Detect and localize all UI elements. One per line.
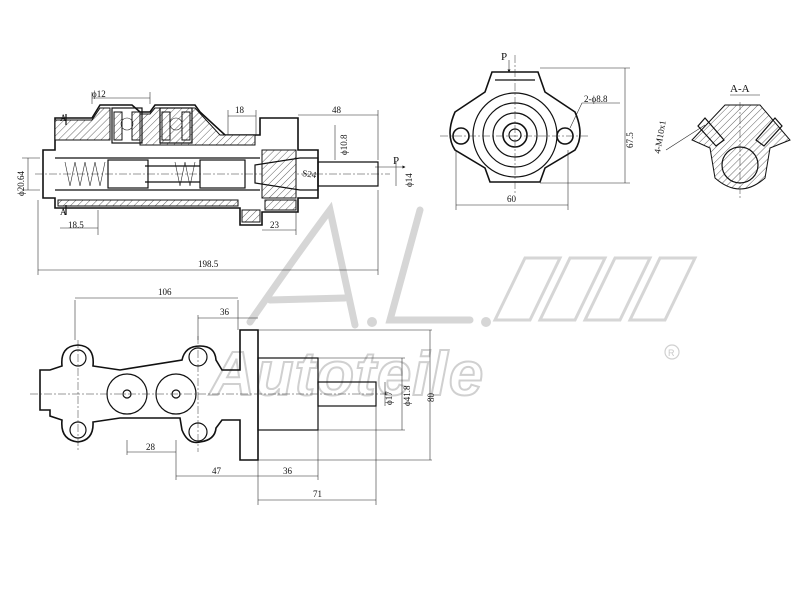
dim-d10-8: ϕ10.8 xyxy=(339,134,349,155)
bottom-plan-view: 106 36 ϕ17 ϕ41.8 80 28 47 36 71 xyxy=(30,287,436,505)
dim-d28: 28 xyxy=(146,442,156,452)
dim-d41-8: ϕ41.8 xyxy=(402,385,412,406)
dim-d67-5: 67.5 xyxy=(625,132,635,148)
dim-d20-64: ϕ20.64 xyxy=(16,171,26,196)
dim-d80: 80 xyxy=(426,393,436,403)
section-mark-a-top: A xyxy=(60,113,67,123)
dim-d17: ϕ17 xyxy=(384,391,394,405)
port-rear xyxy=(159,107,193,144)
watermark: Autoteile R xyxy=(207,201,698,410)
dim-d71: 71 xyxy=(313,489,322,499)
side-label-p: P xyxy=(393,155,399,167)
section-mark-a-bottom: A xyxy=(60,207,67,217)
dim-d36-bottom: 36 xyxy=(283,466,293,476)
section-a-a: A-A 4-M10x1 xyxy=(652,83,791,200)
dim-d106: 106 xyxy=(158,287,172,297)
front-flange-view: P 67.5 2-ϕ8.8 60 xyxy=(440,51,635,210)
port-front xyxy=(111,107,143,144)
dim-d48: 48 xyxy=(332,105,342,115)
side-section-view: S24 A A P ϕ12 18 48 ϕ10.8 ϕ20.64 ϕ14 18.… xyxy=(16,89,414,275)
front-label-p: P xyxy=(501,51,507,63)
dim-d14: ϕ14 xyxy=(404,173,414,187)
dim-holes: 2-ϕ8.8 xyxy=(584,94,608,104)
dim-d18: 18 xyxy=(235,105,245,115)
dim-d47: 47 xyxy=(212,466,222,476)
dim-d18-5: 18.5 xyxy=(68,220,84,230)
dim-d198-5: 198.5 xyxy=(198,259,219,269)
dim-d12: ϕ12 xyxy=(92,89,106,99)
dim-d60: 60 xyxy=(507,194,517,204)
dim-d23: 23 xyxy=(270,220,280,230)
watermark-stripes xyxy=(492,256,698,322)
dim-d36-top: 36 xyxy=(220,307,230,317)
dim-thread: 4-M10x1 xyxy=(652,120,668,155)
side-label-s24: S24 xyxy=(302,168,318,180)
watermark-subtitle: Autoteile xyxy=(208,340,484,409)
watermark-registered-mark: R xyxy=(668,348,675,358)
section-title: A-A xyxy=(730,83,750,95)
